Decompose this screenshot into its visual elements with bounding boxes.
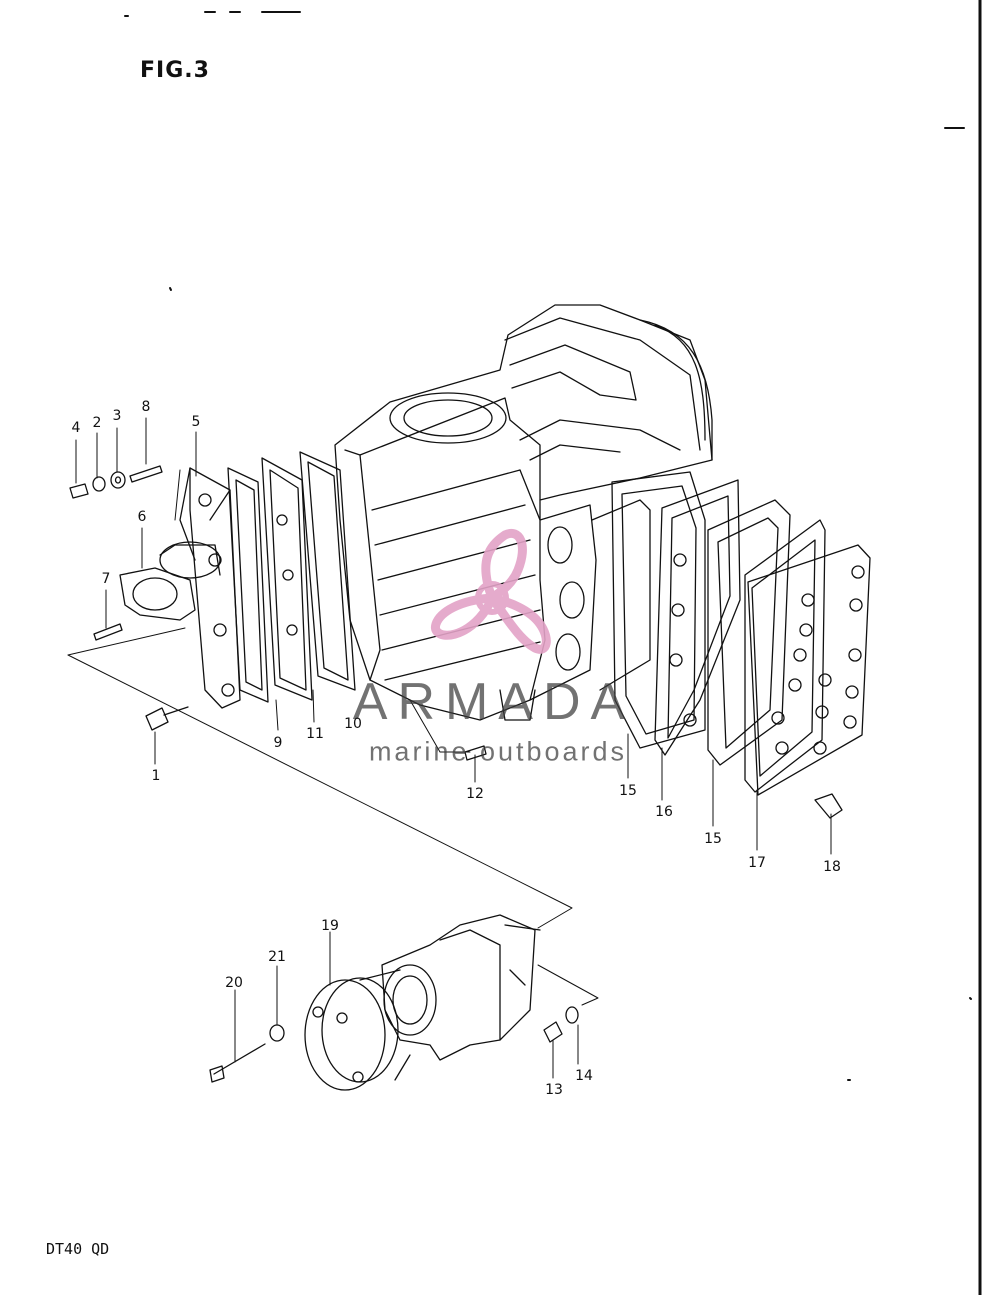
callout-label: 12 bbox=[466, 786, 484, 802]
hardware-parts bbox=[69, 465, 843, 1083]
callout-label: 8 bbox=[141, 399, 151, 415]
callout-label: 4 bbox=[71, 420, 81, 436]
callout-label: 15 bbox=[619, 783, 637, 799]
callout-label: 13 bbox=[545, 1082, 563, 1098]
scan-specks bbox=[124, 11, 972, 1081]
propeller-icon bbox=[431, 528, 551, 654]
callout-label: 17 bbox=[748, 855, 766, 871]
callout-label: 3 bbox=[112, 408, 122, 424]
gasket-part-15-inner bbox=[611, 471, 706, 749]
gasket-part-10 bbox=[299, 451, 356, 691]
callout-label: 2 bbox=[92, 415, 102, 431]
model-code: DT40 QD bbox=[46, 1240, 110, 1258]
callout-label: 1 bbox=[151, 768, 161, 784]
thermostat-housing bbox=[381, 914, 541, 1061]
inlet-case-part-5 bbox=[179, 467, 241, 709]
callout-label: 19 bbox=[321, 918, 339, 934]
callout-label: 5 bbox=[191, 414, 201, 430]
gasket-part-9 bbox=[227, 467, 269, 703]
gasket-part-15-outer bbox=[707, 499, 791, 766]
watermark-title: ARMADA bbox=[352, 673, 636, 731]
callout-label: 11 bbox=[306, 726, 324, 742]
callout-label: 21 bbox=[268, 949, 286, 965]
callout-label: 10 bbox=[344, 716, 362, 732]
cylinder-block bbox=[334, 304, 713, 721]
callout-label: 18 bbox=[823, 859, 841, 875]
leader-lines bbox=[75, 417, 832, 1079]
callout-label: 14 bbox=[575, 1068, 593, 1084]
cover-plate-18-plate bbox=[747, 544, 871, 796]
callout-label: 20 bbox=[225, 975, 243, 991]
callout-label: 7 bbox=[101, 571, 111, 587]
watermark-subtitle: marine outboards bbox=[368, 736, 628, 767]
callout-label: 15 bbox=[704, 831, 722, 847]
elbow-part-6 bbox=[119, 541, 221, 621]
plate-part-11 bbox=[261, 457, 313, 701]
callout-label: 6 bbox=[137, 509, 147, 525]
thermostat-cover-part-19 bbox=[304, 969, 411, 1091]
outer-cover-part-17 bbox=[744, 519, 826, 793]
exhaust-cover-part-16 bbox=[654, 479, 741, 756]
figure-title: FIG.3 bbox=[140, 58, 210, 83]
assembly-lines bbox=[67, 469, 599, 1006]
callout-label: 9 bbox=[273, 735, 283, 751]
callout-label: 16 bbox=[655, 804, 673, 820]
